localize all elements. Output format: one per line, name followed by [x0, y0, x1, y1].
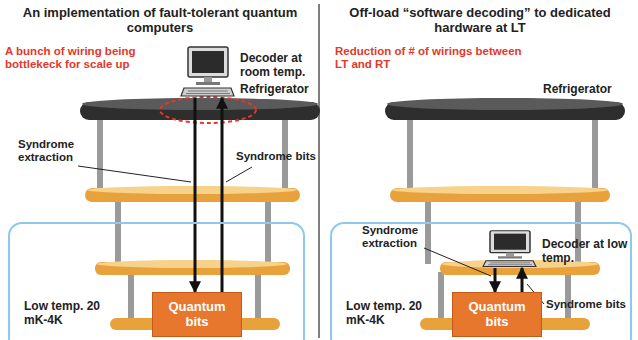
region-label: Low temp. 20 mK-4K: [24, 300, 106, 328]
signal-arrow: [194, 98, 197, 292]
computer-icon: [180, 46, 235, 98]
refrigerator-plate: Refrigerator: [385, 100, 625, 120]
low-temp-region: Low temp. 20 mK-4K Quantum bits: [8, 222, 305, 340]
qubit-label: Quantum bits: [465, 300, 529, 330]
region-fill: [8, 222, 305, 340]
qubit-label: Quantum bits: [165, 300, 229, 330]
panel-title: Off-load “software decoding” to dedicate…: [326, 6, 634, 36]
pillars: [97, 118, 598, 320]
qubit-box: Quantum bits: [452, 292, 542, 337]
decoder-computer: Decoder at room temp.: [180, 46, 235, 98]
qubit-box: Quantum bits: [152, 292, 242, 337]
panel-title: An implementation of fault-tolerant quan…: [10, 6, 310, 36]
signal-label: Syndrome bits: [546, 298, 630, 311]
refrigerator-label: Refrigerator: [240, 83, 330, 97]
decoder-label: Decoder at room temp.: [240, 52, 330, 80]
region-label: Low temp. 20 mK-4K: [346, 300, 428, 328]
signal-label: Syndrome extraction: [18, 138, 98, 164]
signal-arrow: [221, 98, 224, 292]
computer-icon: [482, 230, 537, 268]
note-label: A bunch of wiring being bottlekeck for s…: [5, 45, 175, 71]
note-label: Reduction of # of wirings between LT and…: [335, 45, 535, 71]
decoder-label: Decoder at low temp.: [542, 238, 632, 266]
region-fill: [330, 222, 632, 340]
bottleneck-ellipse: [160, 97, 256, 123]
decoder-computer: Decoder at low temp.: [482, 230, 537, 268]
refrigerator-plate: [80, 98, 625, 120]
signal-arrow: [494, 268, 497, 292]
signal-label: Syndrome extraction: [362, 224, 442, 250]
signal-arrow: [521, 268, 524, 292]
refrigerator-label: Refrigerator: [543, 83, 633, 97]
refrigerator-plate: Refrigerator: [80, 100, 320, 120]
panel-divider: [318, 4, 320, 338]
leader-lines: [78, 166, 544, 304]
signal-label: Syndrome bits: [236, 150, 318, 163]
